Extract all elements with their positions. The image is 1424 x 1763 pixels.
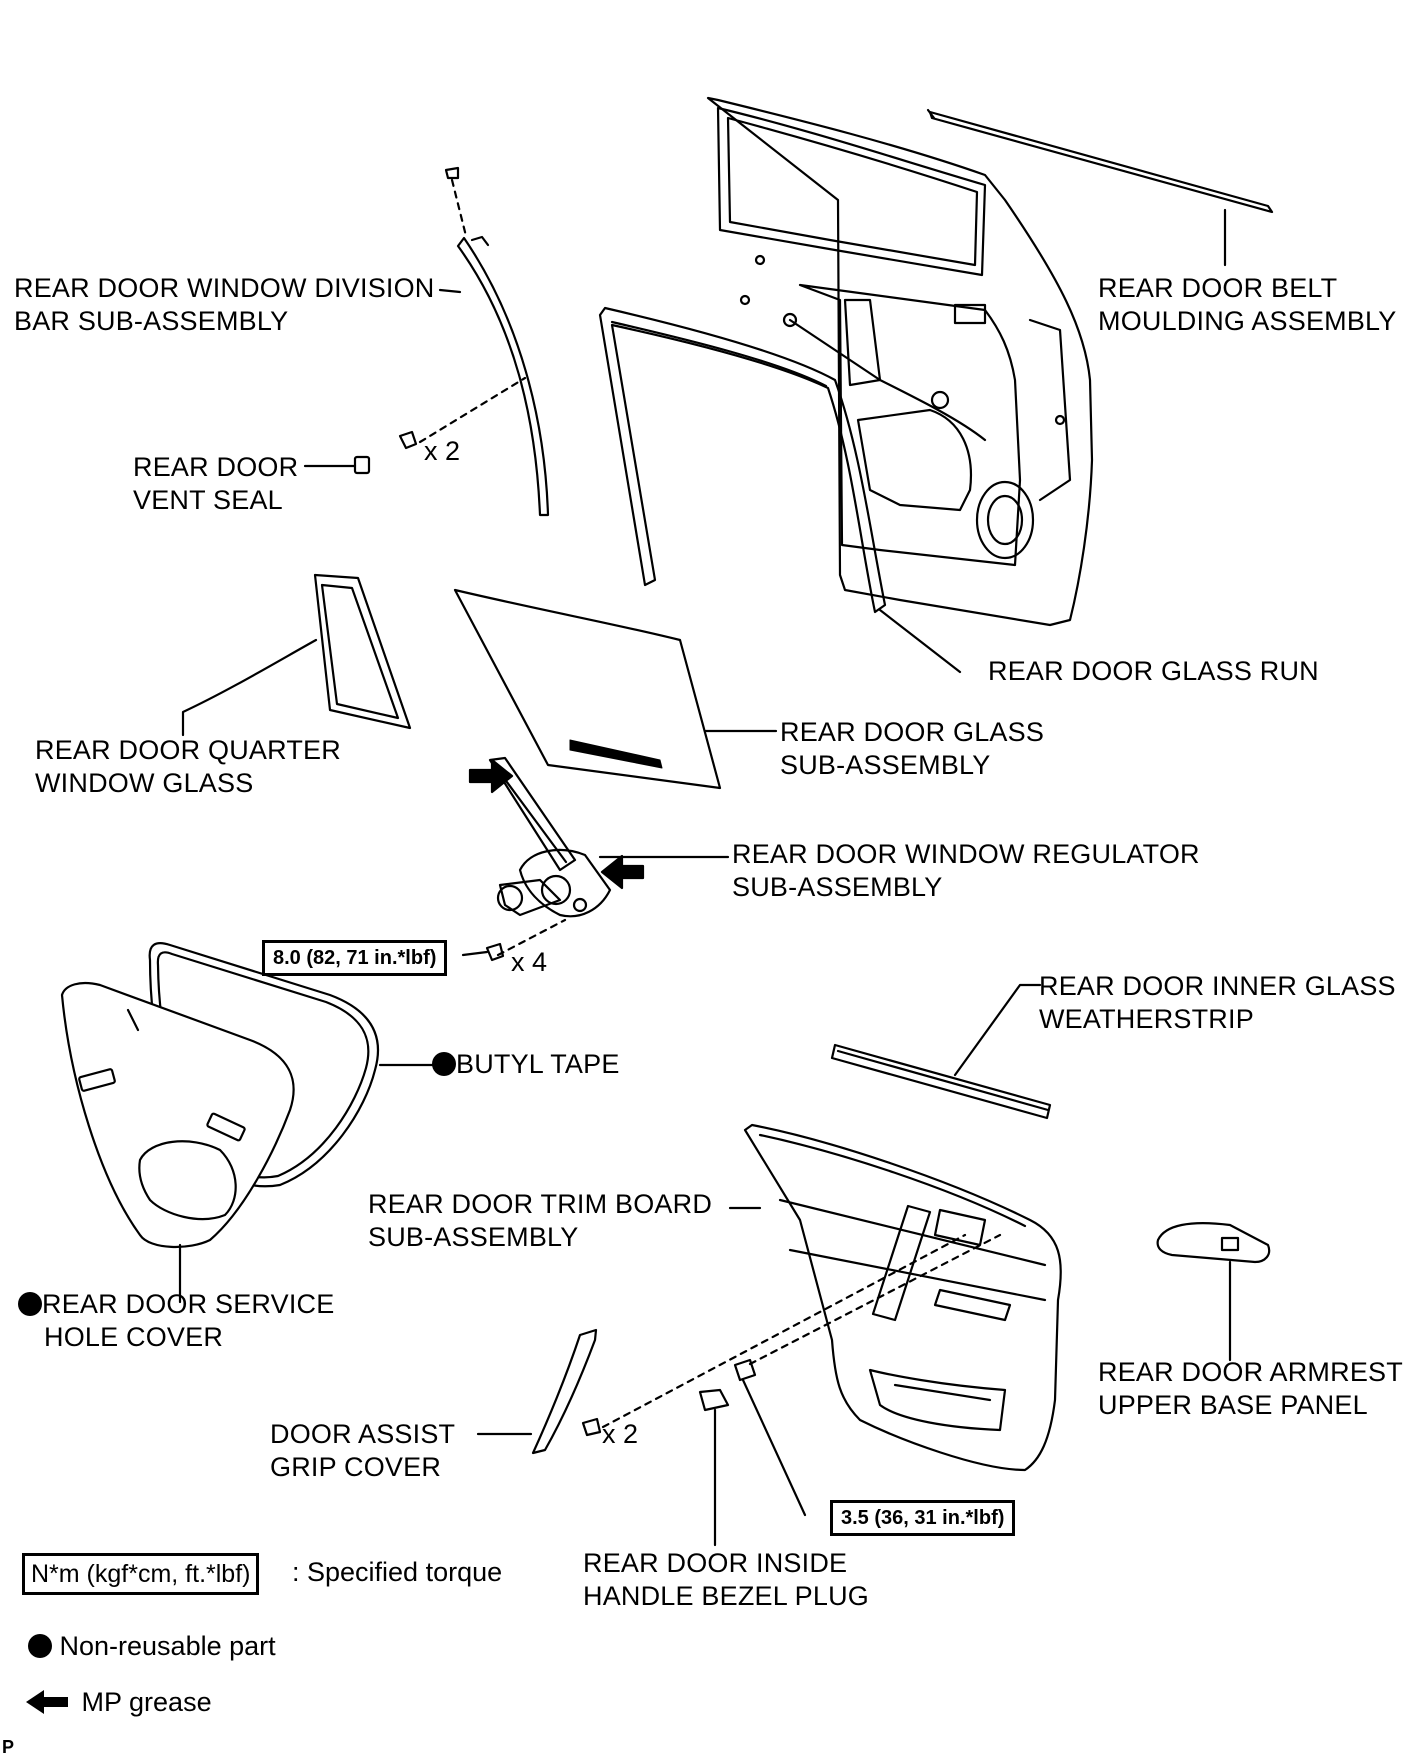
label-line: REAR DOOR WINDOW REGULATOR [732,839,1200,869]
label-line: HANDLE BEZEL PLUG [583,1581,869,1611]
handle-bezel-plug [698,1233,1002,1547]
label-line: VENT SEAL [133,485,283,515]
label-line: REAR DOOR SERVICE [42,1289,335,1319]
label-line: SUB-ASSEMBLY [732,872,943,902]
label-line: DOOR ASSIST [270,1419,456,1449]
label-line: REAR DOOR WINDOW DIVISION [14,273,435,303]
qty-division-bar-bolts: x 2 [424,436,461,466]
service-hole-cover [60,981,295,1304]
legend-non-reusable: Non-reusable part [28,1630,276,1663]
label-glass-sub: REAR DOOR GLASS SUB-ASSEMBLY [780,716,1044,782]
label-line: REAR DOOR INSIDE [583,1548,848,1578]
label-line: REAR DOOR QUARTER [35,735,341,765]
glass-run [598,306,962,674]
grease-arrow-icon [600,854,645,890]
filled-circle-icon [28,1634,52,1658]
division-bar [398,166,550,517]
label-regulator: REAR DOOR WINDOW REGULATOR SUB-ASSEMBLY [732,838,1200,904]
qty-regulator-bolts: x 4 [511,947,548,977]
label-armrest-panel: REAR DOOR ARMREST UPPER BASE PANEL [1098,1356,1403,1422]
label-assist-grip: DOOR ASSIST GRIP COVER [270,1418,455,1484]
label-division-bar: REAR DOOR WINDOW DIVISION BAR SUB-ASSEMB… [14,272,435,338]
label-glass-run: REAR DOOR GLASS RUN [988,656,1319,686]
trim-board [728,1123,1062,1472]
label-quarter-glass: REAR DOOR QUARTER WINDOW GLASS [35,734,341,800]
filled-circle-icon [18,1292,42,1316]
label-text: BUTYL TAPE [456,1049,620,1079]
label-line: REAR DOOR ARMREST [1098,1357,1403,1387]
label-line: SUB-ASSEMBLY [368,1222,579,1252]
label-line: REAR DOOR [133,452,299,482]
label-vent-seal: REAR DOOR VENT SEAL [133,451,298,517]
torque-trim-board: 3.5 (36, 31 in.*lbf) [830,1500,1016,1536]
grease-arrow-icon [468,758,514,794]
vent-seal [303,455,371,475]
label-trim-board: REAR DOOR TRIM BOARD SUB-ASSEMBLY [368,1188,712,1254]
door-panel [706,96,1094,627]
label-inner-weatherstrip: REAR DOOR INNER GLASS WEATHERSTRIP [1039,970,1396,1036]
main-glass [453,588,778,790]
torque-regulator: 8.0 (82, 71 in.*lbf) [262,940,448,976]
label-line: HOLE COVER [44,1322,224,1352]
label-line: REAR DOOR INNER GLASS [1039,971,1396,1001]
label-line: REAR DOOR BELT [1098,273,1338,303]
label-line: SUB-ASSEMBLY [780,750,991,780]
label-line: GRIP COVER [270,1452,442,1482]
quarter-window-glass [181,573,412,737]
filled-circle-icon [432,1052,456,1076]
label-line: UPPER BASE PANEL [1098,1390,1368,1420]
legend-torque-text: : Specified torque [292,1557,503,1587]
armrest-panel [1156,1222,1271,1362]
legend-grease-text: MP grease [81,1687,212,1717]
label-service-cover: REAR DOOR SERVICE HOLE COVER [18,1288,334,1354]
legend-torque-box: N*m (kgf*cm, ft.*lbf) [22,1553,260,1595]
legend-non-reusable-text: Non-reusable part [59,1631,276,1661]
label-butyl-tape: BUTYL TAPE [432,1048,620,1081]
label-belt-moulding: REAR DOOR BELT MOULDING ASSEMBLY [1098,272,1396,338]
qty-grip-screws: x 2 [602,1419,639,1449]
belt-moulding [926,108,1274,267]
label-line: WINDOW GLASS [35,768,254,798]
label-line: REAR DOOR GLASS [780,717,1045,747]
label-line: WEATHERSTRIP [1039,1004,1254,1034]
corner-mark: P [2,1737,15,1757]
label-line: MOULDING ASSEMBLY [1098,306,1397,336]
assist-grip-cover [476,1233,967,1455]
label-bezel-plug: REAR DOOR INSIDE HANDLE BEZEL PLUG [583,1547,869,1613]
left-arrow-icon [26,1690,68,1714]
label-line: REAR DOOR TRIM BOARD [368,1189,713,1219]
window-regulator [461,756,730,962]
inner-glass-weatherstrip [830,983,1052,1120]
label-line: BAR SUB-ASSEMBLY [14,306,289,336]
legend-grease: MP grease [24,1686,212,1719]
